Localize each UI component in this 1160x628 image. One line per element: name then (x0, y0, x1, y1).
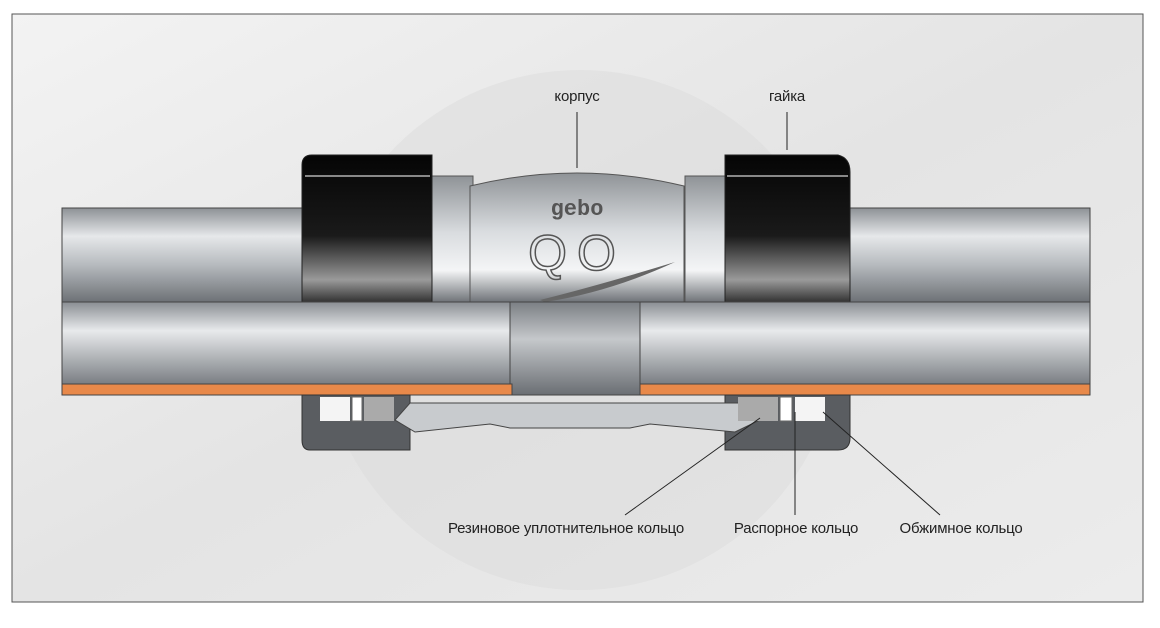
spacer-ring (779, 396, 793, 422)
gebo-logo: gebo (551, 197, 604, 222)
left-rings (320, 396, 394, 422)
rubber-seal-ring (738, 397, 778, 421)
pipe-stop (509, 301, 641, 396)
left-pipe (61, 207, 313, 303)
right-pipe-liner (639, 383, 1091, 396)
label-nut: гайка (768, 88, 806, 105)
right-pipe-section (639, 301, 1091, 385)
left-nut (301, 154, 433, 303)
label-body: корпус (554, 88, 600, 105)
qo-mark: QO (528, 225, 626, 281)
swoosh-mark (540, 262, 675, 302)
fitting-body: gebo QO (424, 172, 734, 303)
left-pipe-section (61, 301, 513, 385)
leader-lines (576, 112, 941, 516)
left-pipe-liner (61, 383, 513, 396)
right-rings (738, 396, 825, 422)
label-crimp-ring: Обжимное кольцо (899, 520, 1023, 537)
label-spacer-ring: Распорное кольцо (733, 520, 859, 537)
label-rubber-seal: Резиновое уплотнительное кольцо (447, 520, 685, 537)
right-pipe (839, 207, 1091, 303)
right-nut (724, 154, 851, 303)
crimp-ring (795, 397, 825, 421)
body-section (394, 402, 761, 433)
